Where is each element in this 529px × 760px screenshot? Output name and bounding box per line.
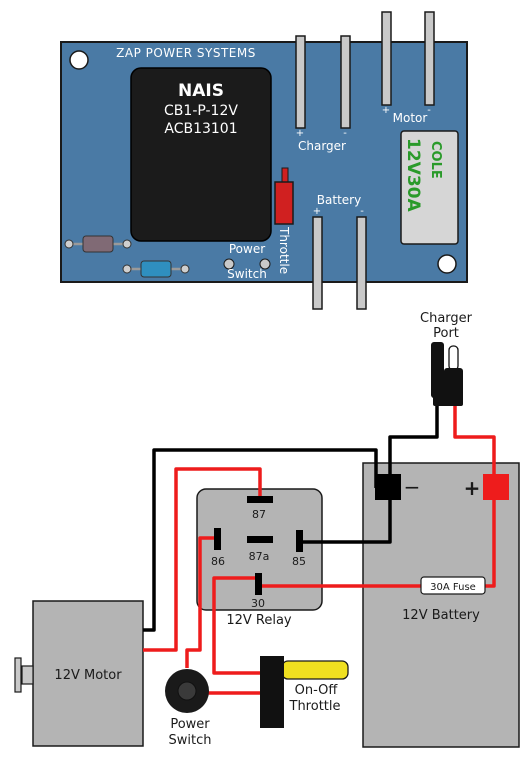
charger-port-label-1: Charger — [420, 311, 473, 326]
battery-name: 12V Battery — [402, 608, 480, 623]
resistor — [122, 260, 190, 278]
cole-component — [400, 130, 459, 245]
battery-to-motor-wire — [143, 448, 378, 632]
cole-rating: 12V30A — [403, 138, 423, 212]
relay-brand: NAIS — [178, 81, 224, 101]
pin87-to-motor-wire — [143, 467, 262, 652]
resistor — [64, 235, 132, 253]
relay-model: CB1-P-12V — [164, 103, 238, 119]
motor-shaft — [21, 665, 34, 685]
fuse: 30A Fuse — [420, 576, 486, 595]
relay-code: ACB13101 — [164, 121, 237, 137]
relay-pin-85-label: 85 — [292, 555, 306, 568]
battery-minus-sign: − — [404, 475, 421, 499]
motor-plus-terminal — [381, 11, 392, 106]
charger-plus-terminal — [295, 35, 306, 129]
relay-name: 12V Relay — [226, 613, 292, 628]
motor-pulley — [14, 657, 22, 693]
board-relay — [130, 67, 272, 242]
charger-negative-wire — [388, 392, 439, 475]
throttle: On-Off Throttle — [260, 656, 349, 728]
power-switch: Power Switch — [165, 669, 211, 748]
throttle-grip — [281, 660, 349, 680]
battery-negative-terminal — [375, 474, 401, 500]
power-switch-pad — [223, 258, 235, 270]
switch-label: Switch — [227, 267, 267, 281]
relay-pin-87-label: 87 — [252, 508, 266, 521]
relay-pin-87a — [247, 536, 273, 543]
battery-plus-terminal — [312, 216, 323, 310]
circuit-board: ZAP POWER SYSTEMS NAIS CB1-P-12V ACB1310… — [60, 11, 468, 310]
charger-plus-sign: + — [296, 128, 304, 139]
motor-plus-sign: + — [382, 105, 390, 116]
power-label: Power — [229, 242, 265, 256]
throttle-label: Throttle — [277, 226, 291, 274]
battery-positive-terminal — [483, 474, 509, 500]
relay-pin-30-label: 30 — [251, 597, 265, 610]
fuse-label: 30A Fuse — [430, 582, 476, 593]
pin30-to-throttle-wire — [212, 576, 272, 675]
power-switch-label-1: Power — [170, 717, 210, 732]
relay-pin-86-label: 86 — [211, 555, 225, 568]
battery-plus-sign: + — [464, 476, 481, 500]
relay-pin-86 — [214, 528, 221, 550]
throttle-body — [260, 656, 284, 728]
throttle-label-2: Throttle — [289, 699, 341, 714]
power-switch-label-2: Switch — [169, 733, 212, 748]
mounting-hole — [69, 50, 89, 70]
throttle-connector-pin — [281, 167, 289, 183]
power-switch-pad — [259, 258, 271, 270]
motor: 12V Motor — [14, 600, 144, 747]
charger-minus-sign: - — [343, 128, 347, 139]
battery-minus-sign: - — [360, 206, 364, 217]
mounting-hole — [437, 254, 457, 274]
charger-port-label-2: Port — [433, 326, 459, 341]
relay-pin-87a-label: 87a — [249, 550, 270, 563]
pin86-to-switch-wire — [185, 536, 218, 668]
relay-pin-30 — [255, 573, 262, 595]
motor-minus-sign: - — [427, 105, 431, 116]
charger-minus-terminal — [340, 35, 351, 129]
relay-pin-87 — [247, 496, 273, 503]
charger-positive-wire — [453, 392, 496, 488]
battery-plus-sign: + — [313, 206, 321, 217]
battery-to-pin85-wire — [302, 500, 392, 544]
charger-port: Charger Port — [420, 311, 473, 406]
board-title: ZAP POWER SYSTEMS — [116, 46, 256, 60]
throttle-label-1: On-Off — [295, 683, 339, 698]
relay-pin-85 — [296, 530, 303, 552]
cole-brand: COLE — [428, 141, 443, 179]
throttle-connector — [274, 181, 294, 225]
charger-label: Charger — [298, 139, 346, 153]
battery-minus-terminal — [356, 216, 367, 310]
motor-label: Motor — [393, 111, 428, 125]
motor-name: 12V Motor — [54, 668, 122, 683]
motor-minus-terminal — [424, 11, 435, 106]
battery-label: Battery — [317, 193, 361, 207]
negative-wires — [143, 392, 439, 632]
